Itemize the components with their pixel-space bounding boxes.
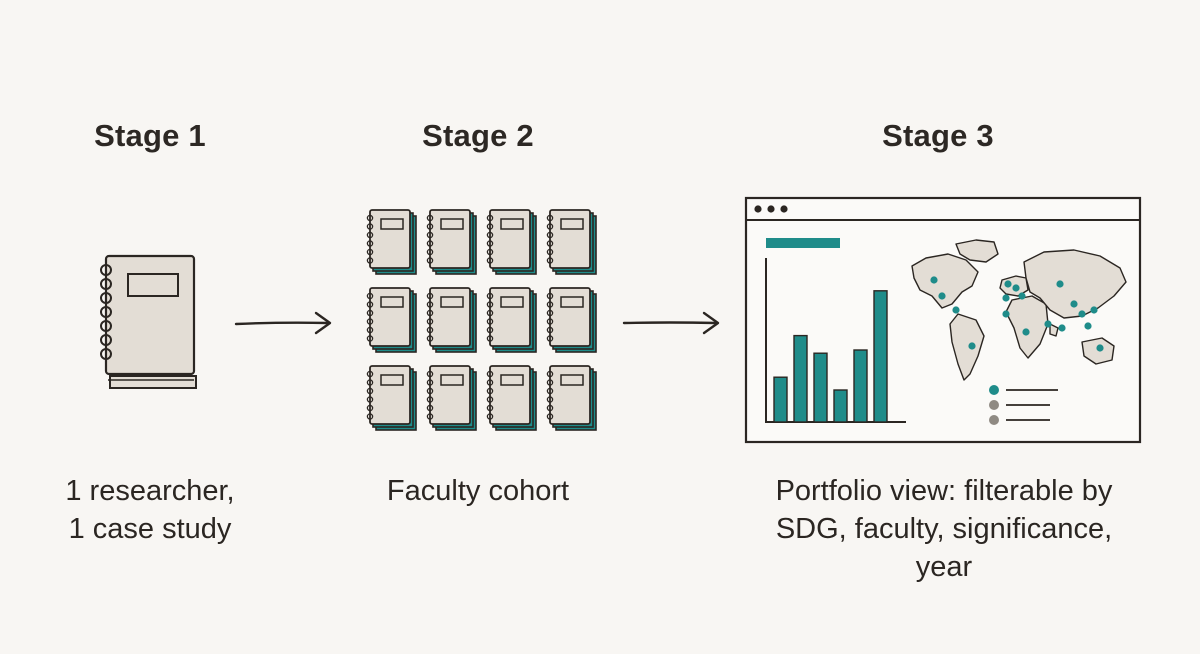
stage-1-caption: 1 researcher, 1 case study [20, 472, 280, 548]
map-dot [1084, 322, 1092, 330]
map-dot [1078, 310, 1086, 318]
stage-1-caption-line: 1 researcher, [65, 475, 235, 507]
dashboard-window [744, 196, 1142, 444]
legend-dot [989, 385, 999, 395]
notebook-small-icon [546, 209, 597, 275]
notebook-small-icon [366, 365, 417, 431]
notebook-small-icon [546, 365, 597, 431]
stage-1-title: Stage 1 [94, 118, 206, 153]
window-dot-icon [754, 205, 762, 213]
dashboard-bar [813, 352, 828, 423]
map-dot [1058, 324, 1066, 332]
notebook-small-icon [426, 209, 477, 275]
stage-1-caption-line: 1 case study [68, 513, 232, 545]
map-dot [952, 306, 960, 314]
stage-2-title: Stage 2 [422, 118, 534, 153]
dashboard-bar [793, 334, 808, 423]
map-dot [968, 342, 976, 350]
arrow-icon-2 [622, 311, 720, 335]
notebook-small-icon [366, 287, 417, 353]
map-dot [1044, 320, 1052, 328]
notebook-small-icon [426, 365, 477, 431]
map-dot [930, 276, 938, 284]
map-dot [1018, 292, 1026, 300]
stage-3-caption: Portfolio view: filterable by SDG, facul… [724, 472, 1164, 586]
map-dot [1002, 294, 1010, 302]
notebook-small-icon [366, 209, 417, 275]
map-dot [1090, 306, 1098, 314]
map-dot [1022, 328, 1030, 336]
stage-3-caption-line: Portfolio view: filterable by [775, 475, 1113, 507]
dashboard-bar [853, 349, 868, 423]
notebook-icon [100, 254, 197, 389]
dashboard-bar [773, 376, 788, 423]
notebook-small-icon [486, 287, 537, 353]
window-dot-icon [767, 205, 775, 213]
notebook-grid [366, 209, 597, 431]
map-dot [1070, 300, 1078, 308]
map-dot [1004, 280, 1012, 288]
notebook-small-icon [486, 209, 537, 275]
dashboard-bar [873, 290, 888, 423]
world-map [911, 239, 1127, 381]
legend-dot [989, 415, 999, 425]
dashboard-title-bar [766, 238, 840, 248]
stage-3-title: Stage 3 [882, 118, 994, 153]
stage-2-caption: Faculty cohort [338, 472, 618, 510]
map-dot [1056, 280, 1064, 288]
legend-dot [989, 400, 999, 410]
stage-3-caption-line: SDG, faculty, significance, [775, 513, 1113, 545]
stage-3-caption-line: year [915, 551, 973, 583]
notebook-small-icon [546, 287, 597, 353]
notebook-small-icon [426, 287, 477, 353]
notebook-small-icon [486, 365, 537, 431]
map-dot [1002, 310, 1010, 318]
dashboard-bar [833, 389, 848, 423]
map-dot [1096, 344, 1104, 352]
window-dot-icon [780, 205, 788, 213]
arrow-icon-1 [234, 311, 332, 335]
map-dot [938, 292, 946, 300]
stage-2-caption-line: Faculty cohort [386, 475, 570, 507]
map-dot [1012, 284, 1020, 292]
